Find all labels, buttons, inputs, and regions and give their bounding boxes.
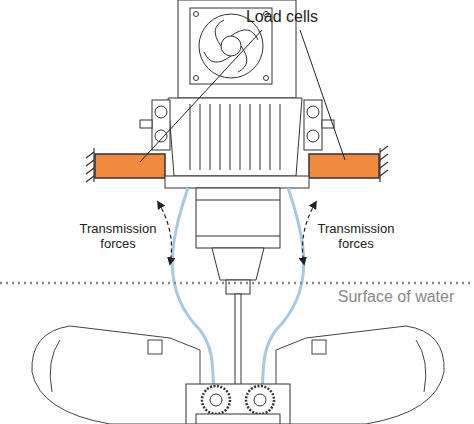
fin	[32, 326, 444, 424]
drive-rod	[235, 294, 241, 386]
surface-label: Surface of water	[318, 288, 474, 306]
force-label: Transmission forces	[72, 222, 164, 252]
force-arrow	[158, 202, 316, 264]
load-cell	[95, 154, 379, 178]
side-bracket	[140, 100, 334, 150]
force-label: Transmission forces	[310, 222, 402, 252]
water-surface-line	[0, 282, 474, 285]
leader-line	[140, 30, 345, 162]
gear	[186, 384, 290, 424]
callout-label: Load cells	[222, 8, 342, 26]
